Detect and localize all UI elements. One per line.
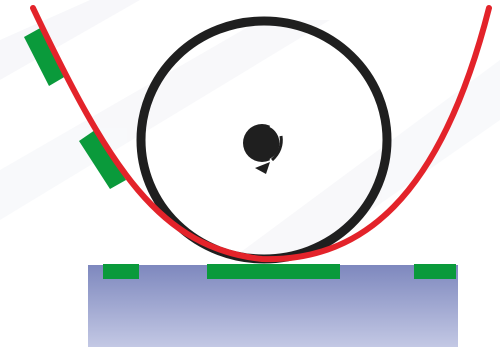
substrate-pad (414, 264, 456, 279)
rotation-arrow-tail (270, 135, 283, 162)
shine-band (0, 0, 140, 80)
substrate-pad (103, 264, 139, 279)
background-shine (0, 0, 500, 260)
shine-band (230, 60, 500, 260)
flexible-film (30, 5, 492, 263)
rotation-arrow-head (255, 162, 270, 174)
film-pad (79, 130, 126, 189)
film-pad (24, 27, 66, 86)
substrate-pad-center (207, 264, 340, 279)
rotation-axle (243, 124, 283, 174)
shine-band (0, 20, 330, 220)
